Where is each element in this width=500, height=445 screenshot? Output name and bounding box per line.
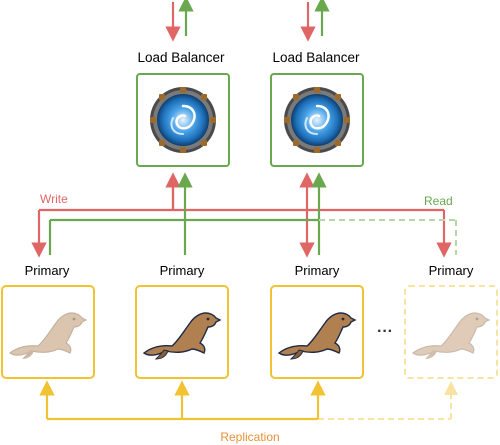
replication-label: Replication: [220, 430, 279, 444]
primary-2: [135, 285, 229, 379]
primary-2-label: Primary: [160, 263, 205, 278]
primary-1-label: Primary: [25, 263, 70, 278]
primary-3: [270, 285, 364, 379]
sea-lion-icon: [277, 312, 357, 360]
primary-1: [1, 285, 95, 379]
load-balancer-2: [270, 73, 364, 167]
sea-lion-icon: [8, 312, 88, 359]
lb1-top-arrows: [165, 0, 194, 42]
primary-4: [404, 285, 498, 379]
lb2-label: Load Balancer: [272, 50, 360, 65]
load-balancer-1: [136, 73, 230, 167]
read-path: [48, 172, 457, 255]
primary-3-label: Primary: [295, 263, 340, 278]
lb1-label: Load Balancer: [137, 50, 225, 65]
replication-path: [39, 380, 458, 421]
write-path: [31, 172, 452, 258]
more-nodes-ellipsis: ···: [377, 323, 393, 340]
sea-lion-icon: [142, 312, 222, 360]
primary-4-label: Primary: [429, 263, 474, 278]
lb2-top-arrows: [300, 0, 330, 42]
sea-lion-icon: [411, 312, 491, 359]
load-balancer-portal-icon: [284, 87, 350, 153]
read-label: Read: [424, 194, 453, 208]
load-balancer-portal-icon: [150, 87, 216, 153]
write-label: Write: [40, 192, 68, 206]
